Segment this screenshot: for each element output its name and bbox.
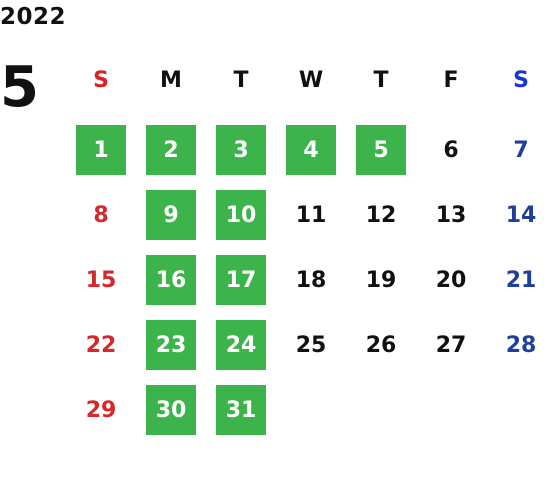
calendar-day[interactable]: 27 <box>435 332 467 358</box>
calendar-day[interactable]: 21 <box>505 267 537 293</box>
calendar-day[interactable]: 10 <box>216 190 266 240</box>
month-number: 5 <box>0 55 39 120</box>
weekday-header: F <box>443 67 459 93</box>
weekday-header: T <box>373 67 389 93</box>
calendar-day[interactable]: 25 <box>295 332 327 358</box>
calendar-day[interactable]: 2 <box>146 125 196 175</box>
calendar-day[interactable]: 17 <box>216 255 266 305</box>
weekday-header: W <box>298 67 324 93</box>
calendar-day[interactable]: 16 <box>146 255 196 305</box>
calendar-day[interactable]: 15 <box>85 267 117 293</box>
weekday-header: S <box>513 67 529 93</box>
calendar-day[interactable]: 20 <box>435 267 467 293</box>
calendar-day[interactable]: 22 <box>85 332 117 358</box>
calendar-day[interactable]: 14 <box>505 202 537 228</box>
weekday-header: S <box>93 67 109 93</box>
calendar-day[interactable]: 28 <box>505 332 537 358</box>
weekday-header: T <box>233 67 249 93</box>
year-label: 2022 <box>0 4 67 30</box>
calendar-day[interactable]: 19 <box>365 267 397 293</box>
calendar-day[interactable]: 13 <box>435 202 467 228</box>
calendar-day[interactable]: 3 <box>216 125 266 175</box>
calendar-day[interactable]: 1 <box>76 125 126 175</box>
calendar-day[interactable]: 31 <box>216 385 266 435</box>
calendar-day[interactable]: 29 <box>85 397 117 423</box>
calendar-day[interactable]: 18 <box>295 267 327 293</box>
calendar-day[interactable]: 9 <box>146 190 196 240</box>
weekday-header: M <box>160 67 182 93</box>
calendar-day[interactable]: 6 <box>443 137 459 163</box>
calendar-day[interactable]: 5 <box>356 125 406 175</box>
calendar-day[interactable]: 23 <box>146 320 196 370</box>
calendar-day[interactable]: 8 <box>93 202 109 228</box>
calendar-day[interactable]: 12 <box>365 202 397 228</box>
calendar-day[interactable]: 24 <box>216 320 266 370</box>
calendar-day[interactable]: 26 <box>365 332 397 358</box>
calendar-day[interactable]: 11 <box>295 202 327 228</box>
calendar-day[interactable]: 4 <box>286 125 336 175</box>
calendar-day[interactable]: 30 <box>146 385 196 435</box>
calendar-day[interactable]: 7 <box>513 137 529 163</box>
